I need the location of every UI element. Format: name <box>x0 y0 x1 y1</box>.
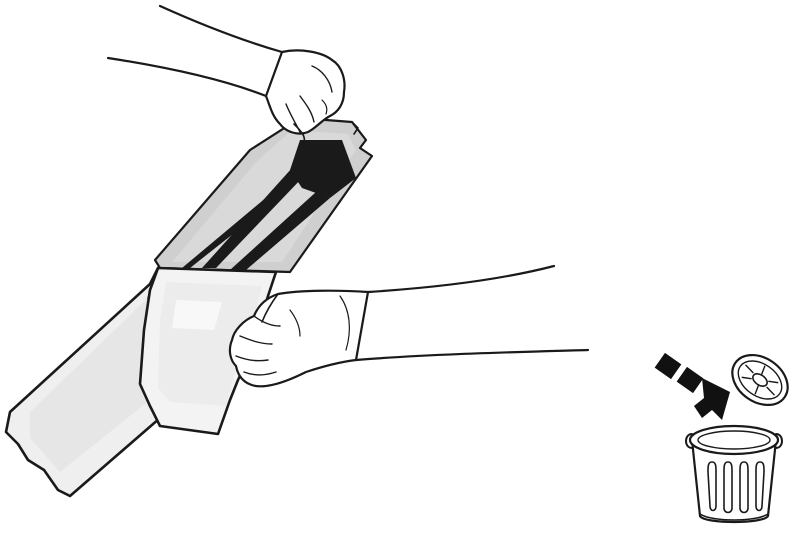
arrow-dash-2 <box>677 367 704 393</box>
lower-arm-line-bottom <box>356 350 588 360</box>
lower-arm-line-top <box>368 266 554 292</box>
protective-cover <box>6 268 276 496</box>
upper-hand-icon <box>108 6 345 142</box>
arrow-dash-1 <box>655 353 682 379</box>
arrow-head <box>694 378 730 420</box>
upper-arm-line-top <box>160 6 282 52</box>
lower-hand-icon <box>230 266 588 386</box>
protective-cover-flap-highlight <box>172 300 222 330</box>
trash-can-rim-inner <box>698 431 770 449</box>
trash-can-icon <box>686 345 790 522</box>
upper-arm-line-bottom <box>108 58 266 96</box>
down-right-arrow-icon <box>655 353 730 420</box>
toner-cartridge <box>155 118 372 272</box>
trash-can-lid <box>723 345 790 415</box>
